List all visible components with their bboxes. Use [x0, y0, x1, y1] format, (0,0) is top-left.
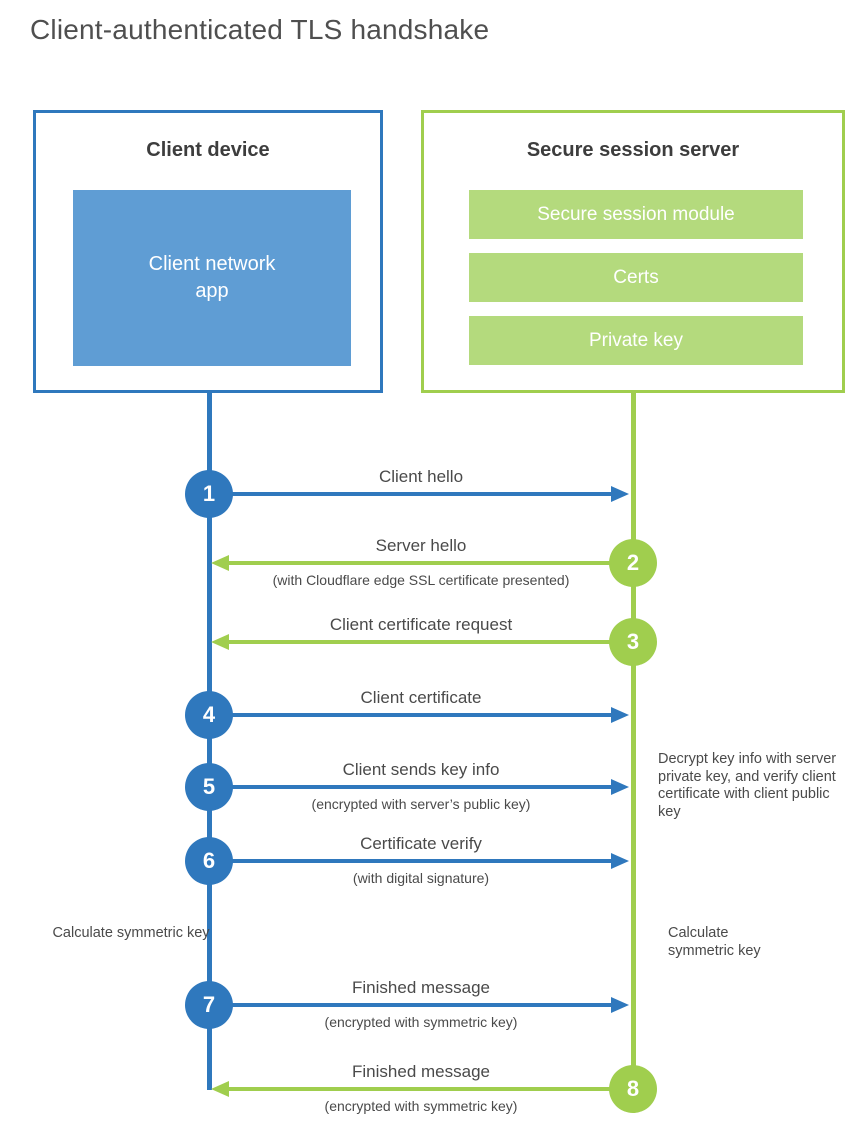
- step-3-number: 3: [626, 629, 640, 654]
- secure-session-server-title: Secure session server: [526, 139, 740, 161]
- message-7-label: Finished message: [352, 978, 490, 997]
- message-4-label: Client certificate: [360, 688, 482, 707]
- step-7-number: 7: [202, 992, 216, 1017]
- client-device-title: Client device: [146, 139, 270, 161]
- message-5-arrow-line: [230, 785, 612, 789]
- message-7-sublabel: (encrypted with symmetric key): [324, 1014, 518, 1030]
- secure-session-module-label: Secure session module: [537, 203, 735, 225]
- step-1-circle: 1: [185, 470, 233, 518]
- message-1-label: Client hello: [378, 467, 464, 486]
- message-1-arrow-line: [230, 492, 612, 496]
- step-8-circle: 8: [609, 1065, 657, 1113]
- message-5-label: Client sends key info: [342, 760, 500, 779]
- private-key-bar: Private key: [469, 316, 803, 365]
- client-device-box: Client device Client network app: [33, 110, 383, 393]
- message-2-sublabel: (with Cloudflare edge SSL certificate pr…: [272, 572, 570, 588]
- certs-bar: Certs: [469, 253, 803, 302]
- message-6-label: Certificate verify: [360, 834, 482, 853]
- message-5-arrow-head: [611, 779, 629, 795]
- step-2-number: 2: [626, 550, 640, 575]
- message-3-arrow-head: [211, 634, 229, 650]
- message-7-arrow-line: [230, 1003, 612, 1007]
- message-8-arrow-head: [211, 1081, 229, 1097]
- private-key-label: Private key: [589, 329, 683, 351]
- message-6-arrow-line: [230, 859, 612, 863]
- note-calculate-symmetric-key-server: Calculate symmetric key: [668, 925, 761, 959]
- note-calculate-symmetric-key-client: Calculate symmetric key: [52, 925, 210, 941]
- message-2-arrow-head: [211, 555, 229, 571]
- message-6-arrow-head: [611, 853, 629, 869]
- message-4-arrow-head: [611, 707, 629, 723]
- message-1-arrow-head: [611, 486, 629, 502]
- step-5-number: 5: [202, 774, 216, 799]
- note-decrypt-key-info: Decrypt key info with server private key…: [658, 751, 837, 820]
- step-4-number: 4: [202, 702, 216, 727]
- message-7-arrow-head: [611, 997, 629, 1013]
- step-6-number: 6: [202, 848, 216, 873]
- certs-label: Certs: [613, 266, 659, 288]
- step-6-circle: 6: [185, 837, 233, 885]
- step-1-number: 1: [202, 481, 216, 506]
- step-8-number: 8: [626, 1076, 640, 1101]
- step-5-circle: 5: [185, 763, 233, 811]
- step-4-circle: 4: [185, 691, 233, 739]
- secure-session-server-box: Secure session server Secure session mod…: [421, 110, 845, 393]
- message-2-arrow-line: [229, 561, 611, 565]
- message-8-arrow-line: [229, 1087, 611, 1091]
- message-3-arrow-line: [229, 640, 611, 644]
- client-network-app-label: Client network app: [148, 253, 276, 302]
- client-network-app-box: Client network app: [73, 190, 351, 366]
- client-lifeline: [207, 391, 212, 1090]
- message-8-label: Finished message: [352, 1062, 490, 1081]
- step-2-circle: 2: [609, 539, 657, 587]
- message-3-label: Client certificate request: [329, 615, 513, 634]
- message-5-sublabel: (encrypted with server’s public key): [311, 796, 531, 812]
- server-lifeline: [631, 391, 636, 1089]
- message-2-label: Server hello: [375, 536, 467, 555]
- secure-session-module-bar: Secure session module: [469, 190, 803, 239]
- step-3-circle: 3: [609, 618, 657, 666]
- step-7-circle: 7: [185, 981, 233, 1029]
- message-4-arrow-line: [230, 713, 612, 717]
- message-8-sublabel: (encrypted with symmetric key): [324, 1098, 518, 1114]
- message-6-sublabel: (with digital signature): [352, 870, 490, 886]
- page-title: Client-authenticated TLS handshake: [30, 14, 490, 45]
